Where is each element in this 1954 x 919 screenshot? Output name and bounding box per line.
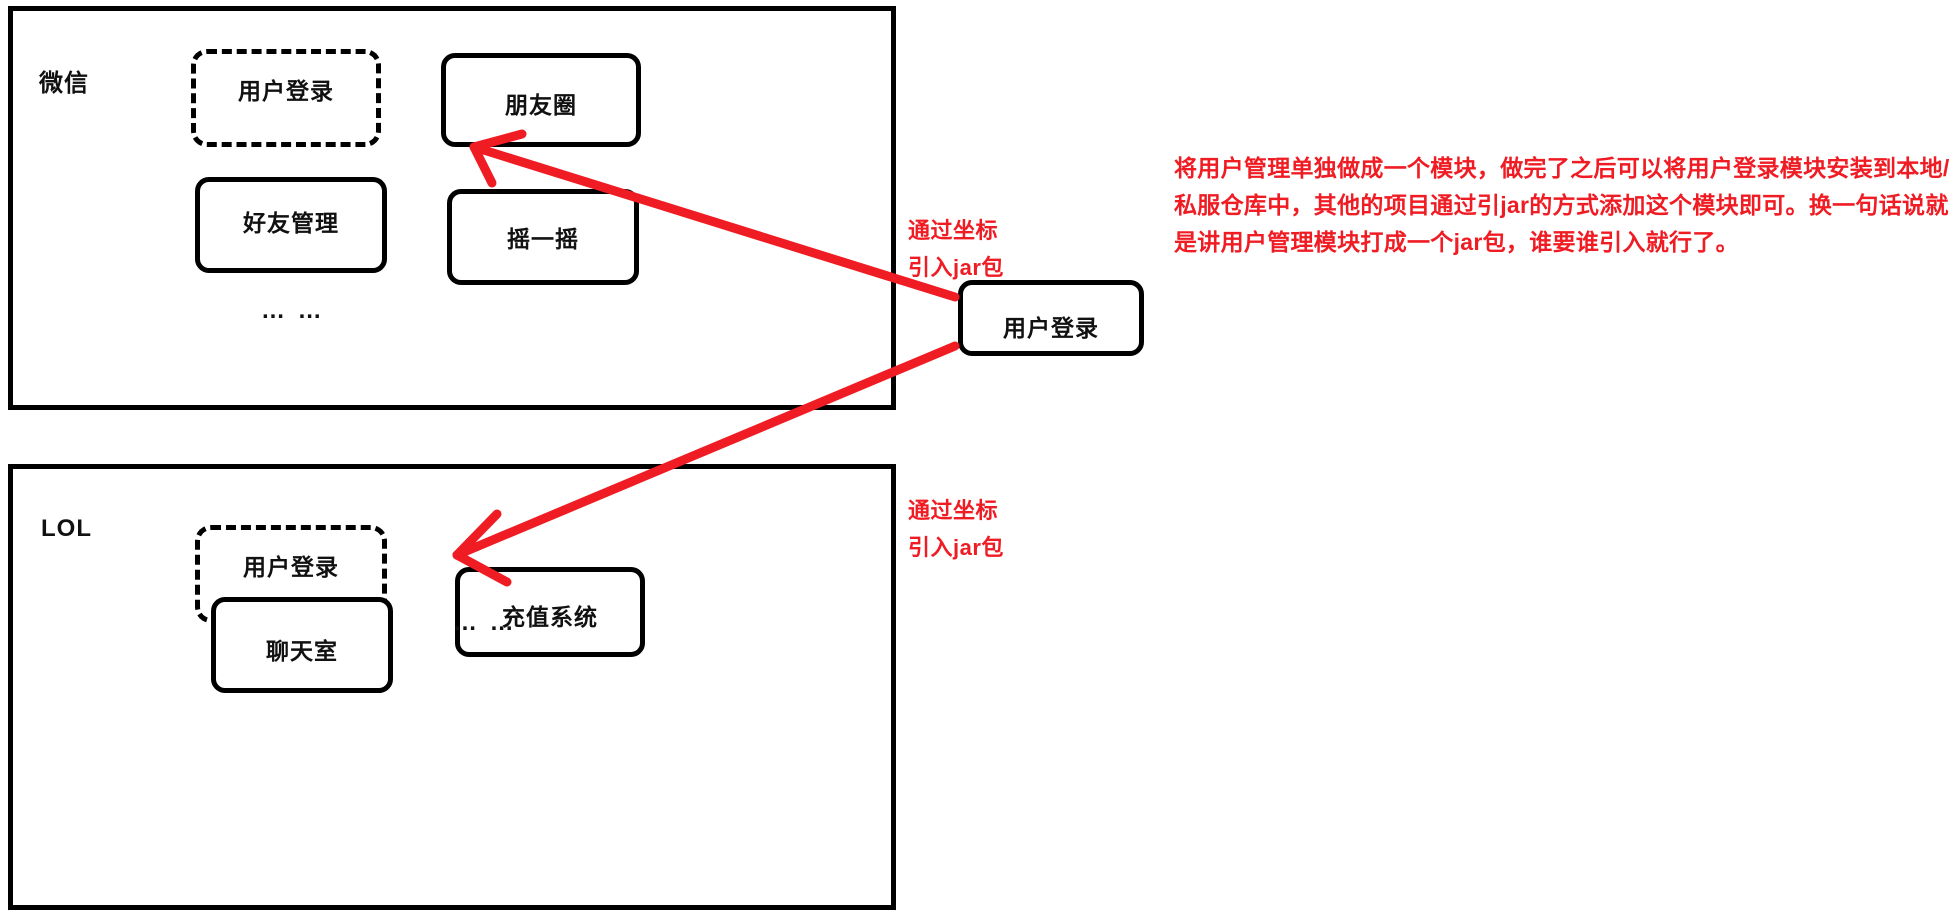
jar-label-lol: 通过坐标 引入jar包 bbox=[908, 498, 1004, 560]
ellipsis-wechat: … … bbox=[261, 297, 325, 324]
app-label-wechat: 微信 bbox=[39, 70, 89, 97]
module-label: 用户登录 bbox=[1003, 315, 1099, 341]
module-label: 用户登录 bbox=[243, 554, 339, 580]
module-label: 充值系统 bbox=[502, 604, 598, 630]
module-label: 聊天室 bbox=[266, 638, 338, 664]
ellipsis-lol: … … bbox=[453, 609, 517, 636]
module-lol-chat-room[interactable]: 聊天室 bbox=[211, 597, 393, 693]
module-label: 摇一摇 bbox=[507, 226, 579, 252]
app-container-lol: LOL 用户登录 充值系统 聊天室 … … bbox=[8, 464, 896, 910]
module-shared-user-login[interactable]: 用户登录 bbox=[958, 280, 1144, 356]
module-wechat-friend-management[interactable]: 好友管理 bbox=[195, 177, 387, 273]
app-container-wechat: 微信 用户登录 朋友圈 好友管理 摇一摇 … … bbox=[8, 6, 896, 410]
module-label: 好友管理 bbox=[243, 210, 339, 236]
module-label: 朋友圈 bbox=[505, 92, 577, 118]
annotation-paragraph: 将用户管理单独做成一个模块，做完了之后可以将用户登录模块安装到本地/私服仓库中，… bbox=[1174, 155, 1950, 255]
module-wechat-moments[interactable]: 朋友圈 bbox=[441, 53, 641, 147]
jar-label-wechat: 通过坐标 引入jar包 bbox=[908, 218, 1004, 280]
module-wechat-user-login[interactable]: 用户登录 bbox=[191, 49, 381, 147]
module-wechat-shake[interactable]: 摇一摇 bbox=[447, 189, 639, 285]
module-label: 用户登录 bbox=[238, 78, 334, 104]
app-label-lol: LOL bbox=[41, 515, 92, 542]
